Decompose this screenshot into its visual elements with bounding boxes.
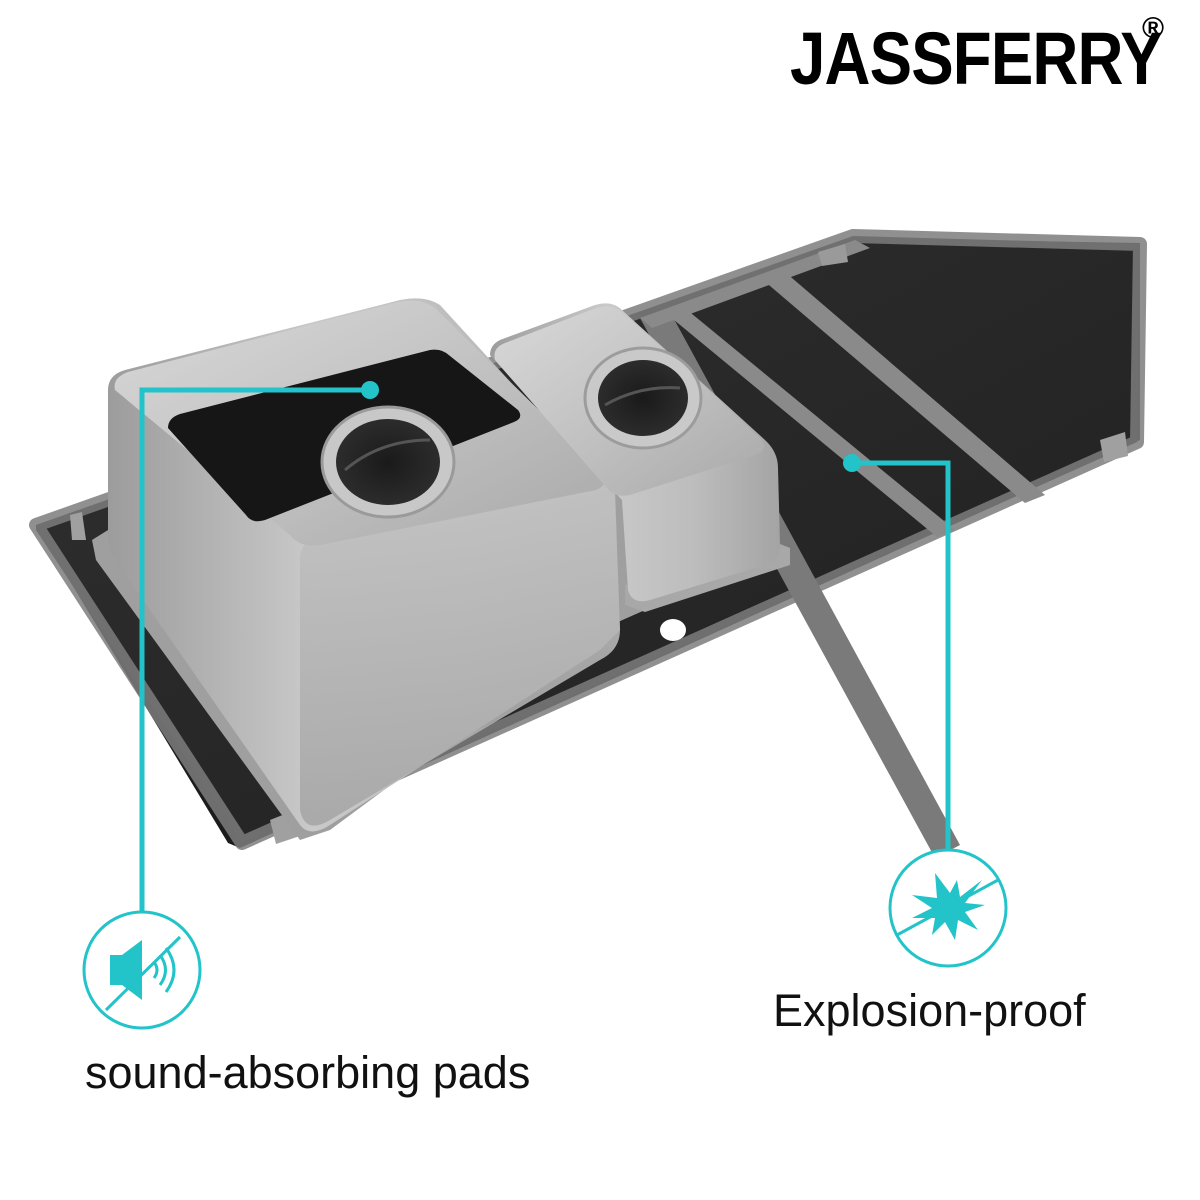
- feature-label-explosion-proof: Explosion-proof: [773, 985, 1086, 1036]
- small-bowl: [490, 303, 790, 612]
- large-bowl: [92, 298, 645, 840]
- feature-label-sound-absorbing: sound-absorbing pads: [85, 1047, 531, 1098]
- callout-explosion-proof: [843, 454, 1008, 968]
- registered-mark: ®: [1142, 12, 1165, 45]
- shatter-burst-icon: [896, 873, 999, 940]
- brand-logo: JASSFERRY: [790, 17, 1163, 100]
- callout-sound-absorbing: [82, 381, 379, 1030]
- tap-hole: [660, 619, 686, 641]
- muted-speaker-icon: [104, 935, 182, 1012]
